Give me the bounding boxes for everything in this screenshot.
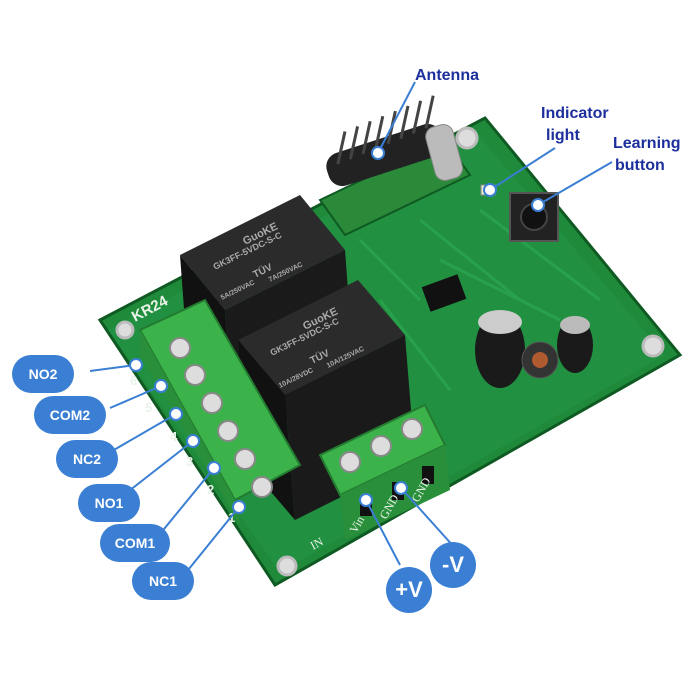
terminal-number: 6 bbox=[130, 373, 137, 388]
mounting-hole bbox=[276, 555, 298, 577]
output-terminal-block bbox=[138, 298, 302, 525]
pin-vminus-badge: -V bbox=[430, 542, 476, 588]
learning-callout-line1: Learning bbox=[613, 135, 681, 152]
power-label-in: IN bbox=[308, 534, 326, 552]
crystal-component bbox=[425, 124, 464, 181]
pin-no1-badge: NO1 bbox=[78, 484, 140, 522]
mounting-hole bbox=[115, 320, 135, 340]
terminal-screw[interactable] bbox=[370, 435, 392, 457]
pin-nc2-badge: NC2 bbox=[56, 440, 118, 478]
terminal-screw[interactable] bbox=[169, 337, 191, 359]
leader-lines bbox=[89, 81, 613, 581]
terminal-screw[interactable] bbox=[234, 448, 256, 470]
terminal-number: 3 bbox=[186, 454, 193, 469]
terminal-screw[interactable] bbox=[201, 392, 223, 414]
terminal-number: 5 bbox=[145, 400, 152, 415]
pin-com2-badge: COM2 bbox=[34, 396, 106, 434]
terminal-screw[interactable] bbox=[251, 476, 273, 498]
indicator-callout-line2: light bbox=[546, 127, 580, 144]
terminal-number: 4 bbox=[170, 429, 178, 444]
pin-nc1-badge: NC1 bbox=[132, 562, 194, 600]
learning-callout-line2: button bbox=[615, 157, 665, 174]
terminal-screw[interactable] bbox=[184, 364, 206, 386]
mounting-hole bbox=[455, 126, 479, 150]
mounting-hole bbox=[641, 334, 665, 358]
terminal-screw[interactable] bbox=[339, 451, 361, 473]
ic-chip bbox=[421, 274, 467, 312]
pin-no2-badge: NO2 bbox=[12, 355, 74, 393]
terminal-screw[interactable] bbox=[217, 420, 239, 442]
antenna-callout: Antenna bbox=[415, 67, 479, 84]
pin-vplus-badge: +V bbox=[386, 567, 432, 613]
terminal-number: 2 bbox=[207, 482, 214, 497]
indicator-callout-line1: Indicator bbox=[541, 105, 609, 122]
terminal-screw[interactable] bbox=[401, 418, 423, 440]
pin-com1-badge: COM1 bbox=[100, 524, 170, 562]
